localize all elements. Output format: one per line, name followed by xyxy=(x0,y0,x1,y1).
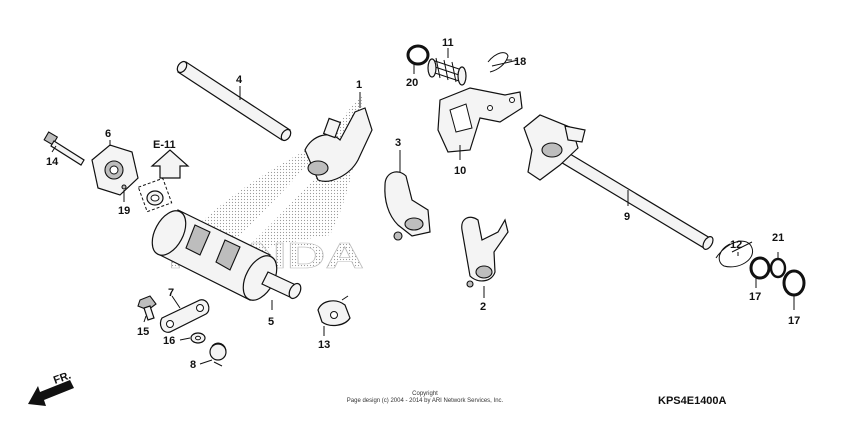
spring-11[interactable] xyxy=(427,57,467,86)
callout-11[interactable]: 11 xyxy=(442,37,454,49)
callout-10[interactable]: 10 xyxy=(454,165,466,177)
callout-16[interactable]: 16 xyxy=(163,335,175,347)
callout-2[interactable]: 2 xyxy=(480,301,486,313)
shift-fork-upper[interactable] xyxy=(304,107,373,182)
callout-6[interactable]: 6 xyxy=(105,128,111,140)
spring-8[interactable] xyxy=(209,342,227,367)
callout-15[interactable]: 15 xyxy=(137,326,149,338)
washer-17b[interactable] xyxy=(782,269,806,297)
shift-fork-3[interactable] xyxy=(384,171,431,241)
callout-12[interactable]: 12 xyxy=(730,239,742,251)
callout-21[interactable]: 21 xyxy=(772,232,784,244)
footer-line2: Page design (c) 2004 - 2014 by ARI Netwo… xyxy=(347,398,504,404)
callout-13[interactable]: 13 xyxy=(318,339,330,351)
callouts: 1 2 3 4 5 6 7 8 9 10 11 12 13 14 15 16 1 xyxy=(46,37,800,371)
reference-arrow[interactable]: E-11 xyxy=(150,139,190,179)
footer: Copyright Page design (c) 2004 - 2014 by… xyxy=(347,391,504,404)
callout-17b[interactable]: 17 xyxy=(788,315,800,327)
shift-fork-shaft[interactable] xyxy=(175,60,292,142)
callout-17a[interactable]: 17 xyxy=(749,291,761,303)
callout-4[interactable]: 4 xyxy=(236,74,243,86)
diagram-code: KPS4E1400A xyxy=(658,395,727,407)
bolt-14[interactable] xyxy=(43,131,85,166)
washer-17a[interactable] xyxy=(749,256,771,280)
callout-5[interactable]: 5 xyxy=(268,316,274,328)
gearshift-drum[interactable] xyxy=(145,205,303,306)
cotter-pin-18[interactable] xyxy=(487,52,519,73)
gearshift-spindle[interactable] xyxy=(523,114,715,251)
front-direction-arrow: FR. xyxy=(28,369,74,406)
circlip-21[interactable] xyxy=(769,257,787,279)
drum-bearing-holder[interactable] xyxy=(91,144,139,196)
callout-1[interactable]: 1 xyxy=(356,79,362,91)
footer-line1: Copyright xyxy=(412,391,438,397)
callout-3[interactable]: 3 xyxy=(395,137,401,149)
stopper-13[interactable] xyxy=(317,295,351,327)
return-spring-12[interactable] xyxy=(715,240,754,268)
stopper-arm-7[interactable] xyxy=(159,299,210,333)
callout-9[interactable]: 9 xyxy=(624,211,630,223)
washer-16[interactable] xyxy=(190,332,206,344)
callout-14[interactable]: 14 xyxy=(46,156,59,168)
callout-8[interactable]: 8 xyxy=(190,359,196,371)
gearshift-plate[interactable] xyxy=(437,87,523,153)
bearing-19[interactable] xyxy=(121,177,173,213)
shift-fork-2[interactable] xyxy=(461,216,509,288)
callout-7[interactable]: 7 xyxy=(168,287,174,299)
direction-label: FR. xyxy=(52,369,73,386)
callout-18[interactable]: 18 xyxy=(514,56,526,68)
circlip-20[interactable] xyxy=(406,44,430,66)
callout-19[interactable]: 19 xyxy=(118,205,130,217)
reference-label: E-11 xyxy=(153,139,176,151)
bolt-15[interactable] xyxy=(137,295,157,321)
callout-20[interactable]: 20 xyxy=(406,77,418,89)
